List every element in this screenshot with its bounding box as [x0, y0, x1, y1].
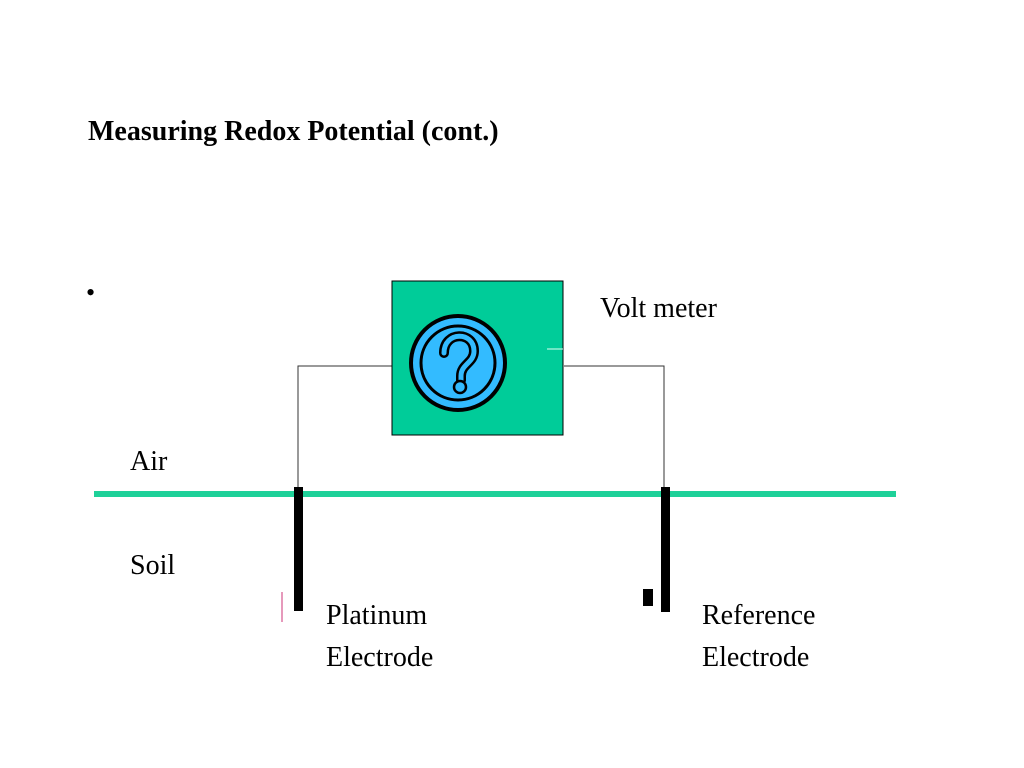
platinum-electrode [294, 487, 303, 611]
left-wire [297, 365, 400, 487]
reference-label-line2: Electrode [702, 642, 810, 673]
platinum-label-line2: Electrode [326, 642, 434, 673]
reference-label-line1: Reference [702, 600, 816, 631]
reference-electrode-tip [643, 589, 653, 606]
reference-electrode [661, 487, 670, 612]
slide-title: Measuring Redox Potential (cont.) [88, 116, 499, 147]
air-label: Air [130, 446, 168, 477]
right-wire [564, 365, 665, 487]
platinum-label-line1: Platinum [326, 600, 428, 631]
volt-meter-label: Volt meter [600, 293, 717, 324]
bullet-point: • [86, 278, 96, 307]
question-mark-icon [409, 314, 507, 412]
soil-label: Soil [130, 550, 176, 581]
